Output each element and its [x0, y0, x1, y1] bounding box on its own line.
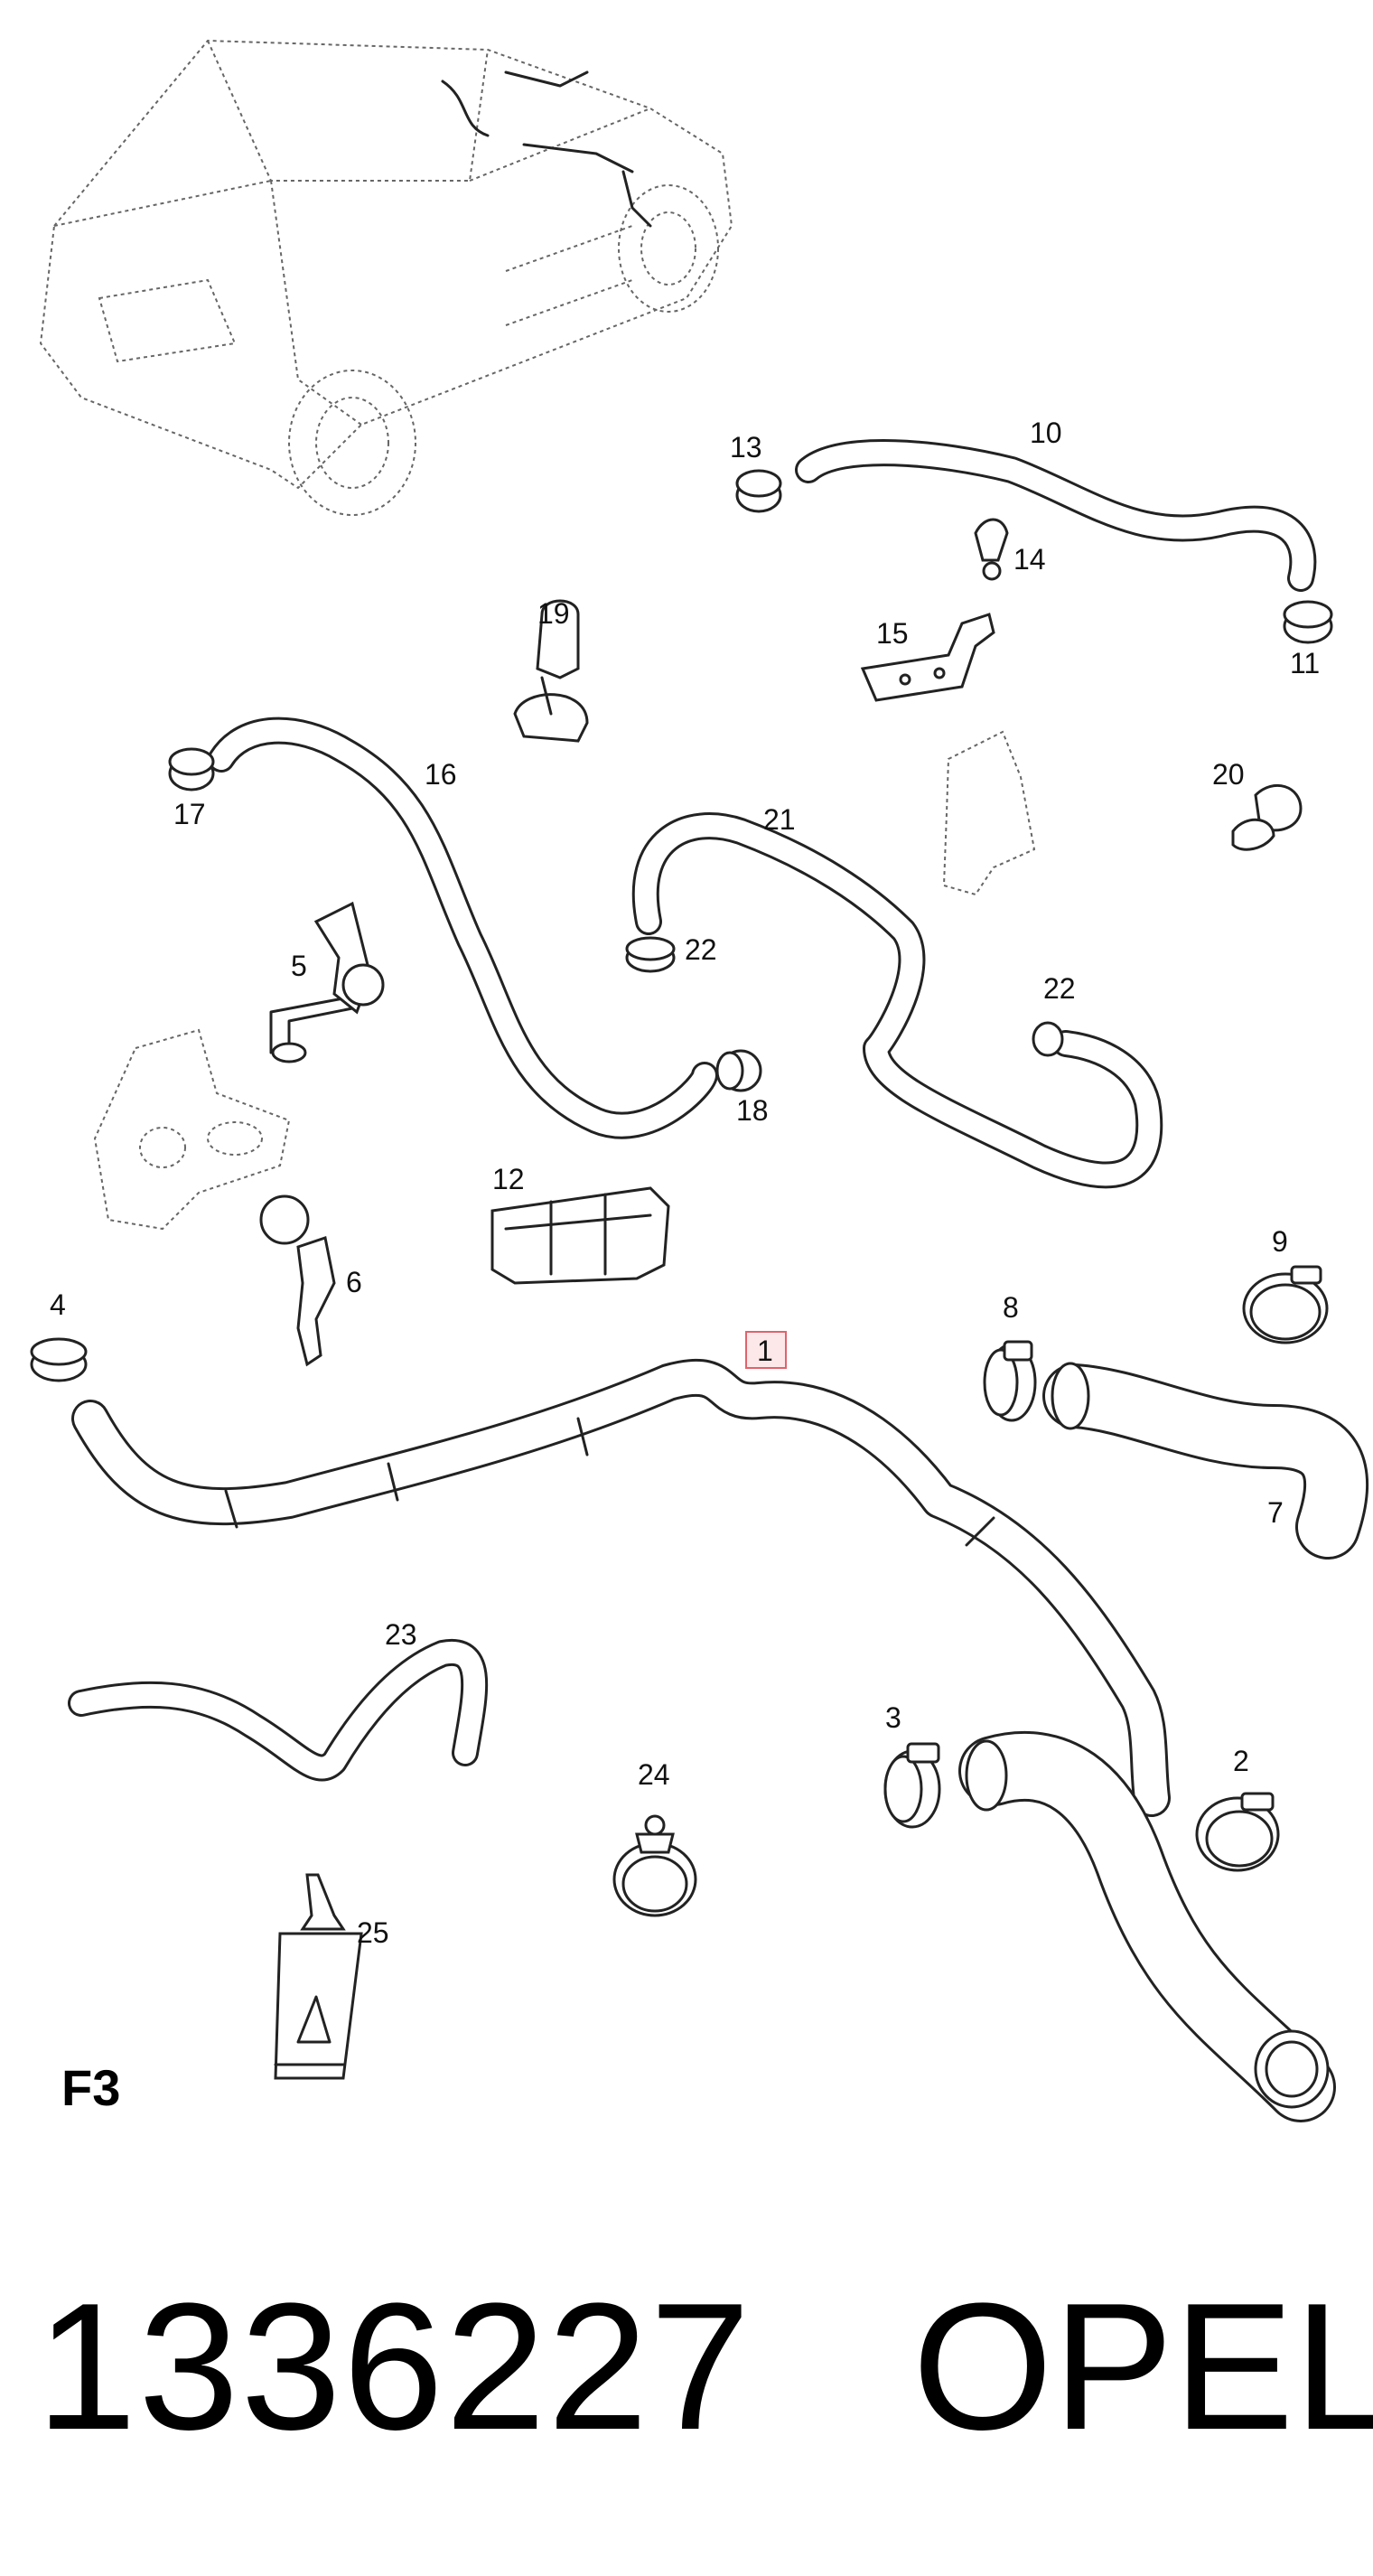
callout-18: 18 [736, 1094, 769, 1127]
part-number: 1336227 [36, 2266, 752, 2468]
callout-9: 9 [1272, 1225, 1288, 1258]
callout-24: 24 [638, 1758, 670, 1791]
hose-1-outlet [958, 1731, 1336, 2122]
hose-7 [1042, 1362, 1369, 1560]
car-illustration [39, 39, 733, 516]
clamp-13 [735, 469, 782, 513]
callout-21: 21 [763, 803, 796, 836]
clamp-24 [612, 1814, 697, 1917]
pipe-5 [269, 901, 385, 1063]
hose-1 [71, 1358, 1171, 1817]
parts-diagram: 1 2 3 4 5 6 7 8 9 10 11 12 13 14 15 16 1… [30, 39, 1369, 2122]
clamp-22-left [625, 936, 676, 973]
bracket-12 [490, 1186, 670, 1285]
callout-1: 1 [757, 1335, 773, 1367]
callout-3: 3 [885, 1701, 901, 1734]
clamp-3 [883, 1742, 941, 1829]
hose-16 [208, 717, 718, 1139]
callout-10: 10 [1030, 417, 1062, 449]
callout-4: 4 [50, 1288, 66, 1321]
callout-5: 5 [291, 950, 307, 982]
bracket-15 [860, 613, 995, 702]
callout-16: 16 [425, 758, 457, 791]
clamp-8 [983, 1340, 1037, 1422]
callout-15: 15 [876, 617, 909, 650]
clamp-17 [168, 747, 215, 792]
clamp-4 [30, 1337, 88, 1382]
mount-bracket-left [93, 1028, 291, 1231]
hose-10 [795, 439, 1317, 592]
callout-13: 13 [730, 431, 762, 464]
callout-22-right: 22 [1043, 972, 1076, 1005]
callout-6: 6 [346, 1266, 362, 1298]
callout-14: 14 [1013, 543, 1046, 576]
clamp-22-right [1032, 1021, 1064, 1057]
callout-2: 2 [1233, 1745, 1249, 1777]
callout-7: 7 [1267, 1496, 1284, 1529]
callout-17: 17 [173, 798, 206, 830]
clip-6 [259, 1194, 336, 1367]
sealant-tube-25 [274, 1873, 363, 2080]
clamp-18 [715, 1049, 762, 1092]
clamp-2 [1195, 1792, 1280, 1872]
callout-1-highlight [745, 1331, 787, 1369]
callout-20: 20 [1212, 758, 1245, 791]
callout-19: 19 [537, 597, 570, 630]
callout-11: 11 [1290, 647, 1320, 679]
clamp-11 [1283, 600, 1333, 644]
clip-19 [513, 599, 589, 743]
callout-8: 8 [1003, 1291, 1019, 1324]
callout-22-left: 22 [685, 933, 717, 966]
hose-21 [631, 812, 1163, 1189]
section-code: F3 [61, 2059, 120, 2116]
callout-23: 23 [385, 1618, 417, 1651]
hose-23 [68, 1638, 489, 1782]
brand-name: OPEL [912, 2266, 1373, 2468]
mount-bracket-right [942, 730, 1036, 896]
callout-12: 12 [492, 1163, 525, 1195]
callout-25: 25 [357, 1916, 389, 1949]
clip-14 [974, 518, 1009, 581]
clamp-9 [1242, 1265, 1329, 1344]
clip-20 [1231, 783, 1303, 851]
